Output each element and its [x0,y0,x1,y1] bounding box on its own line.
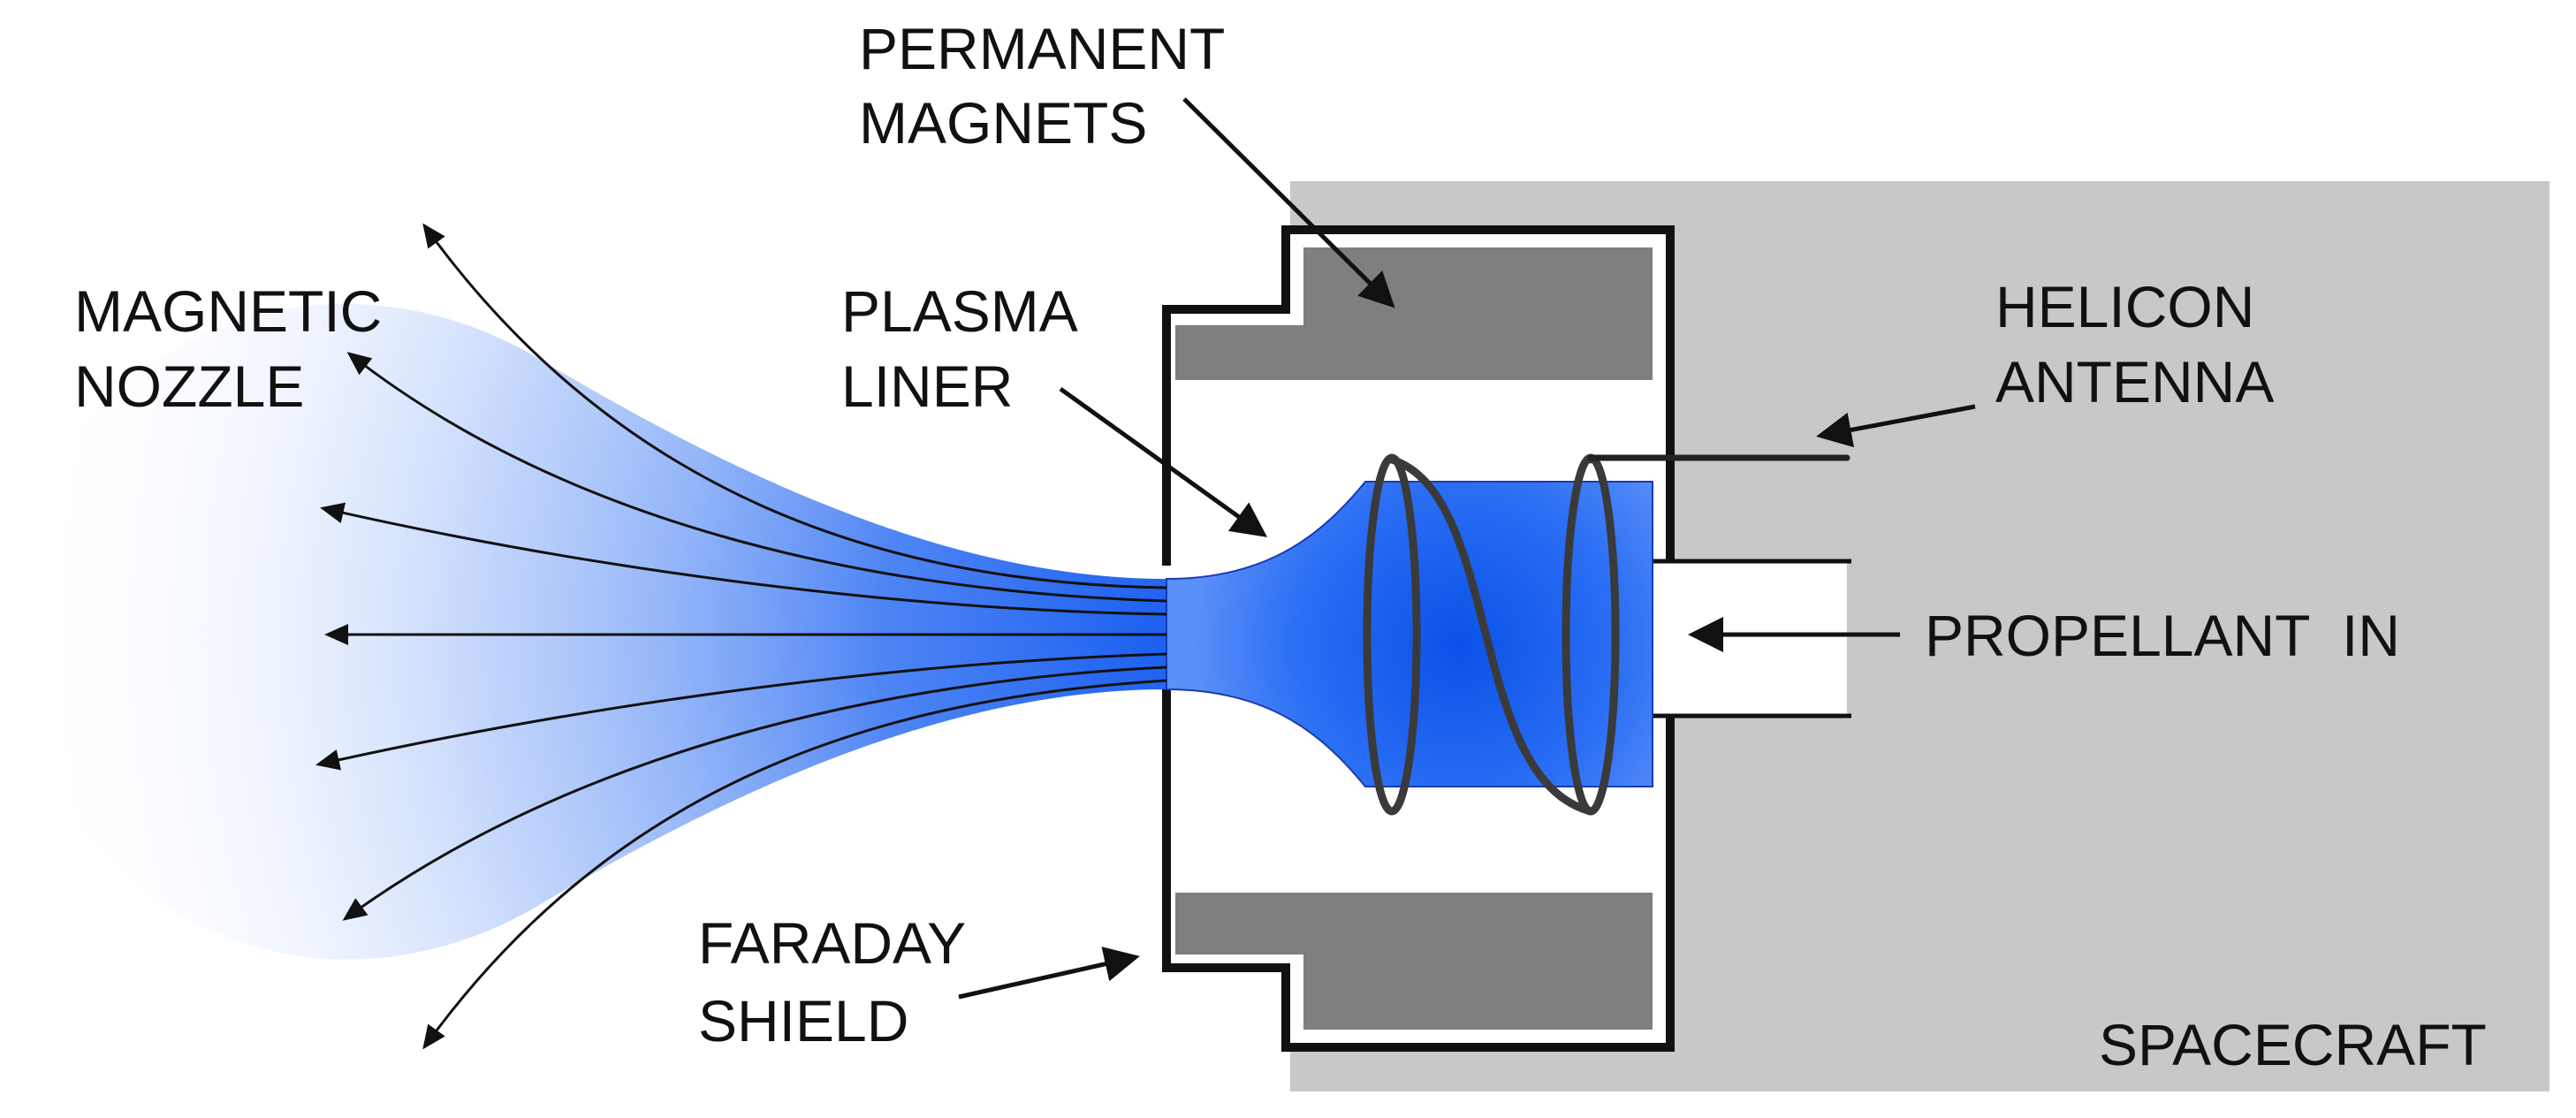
permanent-magnet-top [1175,247,1653,380]
magnets-leader-arrow [1182,97,1395,308]
helicon-antenna [1363,453,1850,816]
plasma-liner-label: PLASMA LINER [841,278,1090,419]
permanent-magnets-label: PERMANENT MAGNETS [859,16,1241,156]
plasma-liner [1166,481,1653,787]
plasma-plume [13,303,1166,960]
faraday-leader-arrow [958,947,1140,1000]
propellant-inlet-tube [1653,561,1847,716]
liner-leader-arrow [1059,386,1268,537]
leader-arrows [958,97,1976,1000]
magnetic-nozzle-label: MAGNETIC NOZZLE [74,278,399,419]
antenna-leader-arrow [1816,404,1976,448]
faraday-shield-label: FARADAY SHIELD [698,910,981,1053]
helicon-antenna-label: HELICON ANTENNA [1995,274,2274,414]
magnetic-field-lines [315,223,1167,1050]
spacecraft-label: SPACECRAFT [2099,1012,2487,1077]
permanent-magnet-bottom [1175,893,1653,1030]
propellant-in-label: PROPELLANT IN [1925,603,2400,668]
